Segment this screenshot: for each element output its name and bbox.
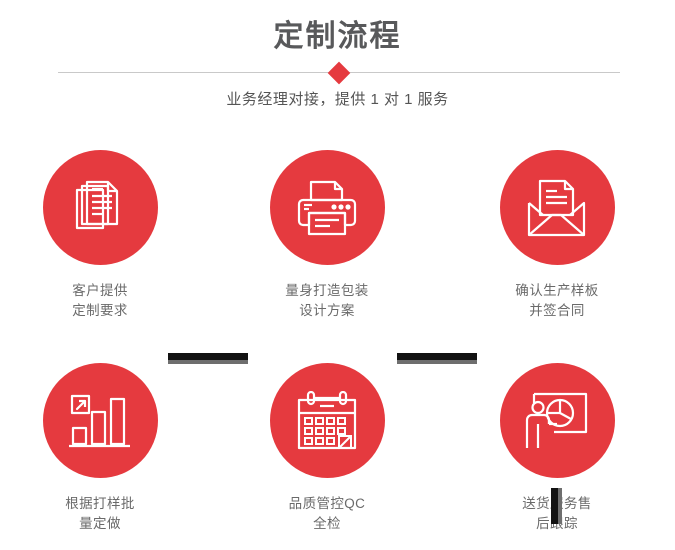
documents-stack-icon	[75, 180, 119, 229]
process-step-2[interactable]: 量身打造包装 设计方案	[247, 150, 407, 321]
connector-step1-step2	[168, 353, 248, 364]
process-step-3[interactable]: 确认生产样板 并签合同	[477, 150, 637, 321]
step-5-icon-circle	[269, 363, 385, 478]
calendar-icon	[297, 390, 357, 449]
bar-chart-growth-icon	[69, 394, 130, 447]
envelope-letter-icon	[527, 179, 586, 236]
presenter-pie-chart-icon	[525, 392, 588, 448]
printer-icon	[297, 180, 357, 235]
step-3-label: 确认生产样板 并签合同	[515, 283, 599, 318]
divider	[58, 61, 620, 85]
connector-bar-light	[397, 360, 477, 364]
process-step-5[interactable]: 品质管控QC 全检	[247, 363, 407, 534]
step-2-label: 量身打造包装 设计方案	[285, 283, 369, 318]
header: 定制流程 业务经理对接，提供 1 对 1 服务	[0, 0, 675, 130]
page-title: 定制流程	[273, 20, 402, 53]
step-3-icon-circle	[499, 150, 615, 265]
connector-bar-light	[558, 488, 562, 524]
process-step-1[interactable]: 客户提供 定制要求	[20, 150, 180, 321]
header-subtitle: 业务经理对接，提供 1 对 1 服务	[226, 91, 449, 108]
connector-step3-step6	[551, 488, 562, 524]
connector-bar-light	[168, 360, 248, 364]
process-steps: 客户提供 定制要求	[0, 150, 675, 550]
diamond-marker-icon	[327, 61, 351, 85]
process-step-6[interactable]: 送货服务售 后跟踪	[477, 363, 637, 534]
step-4-label: 根据打样批 量定做	[65, 496, 135, 531]
step-4-icon-circle	[42, 363, 158, 478]
process-step-4[interactable]: 根据打样批 量定做	[20, 363, 180, 534]
step-2-icon-circle	[269, 150, 385, 265]
connector-bar-dark	[168, 353, 248, 360]
connector-bar-dark	[397, 353, 477, 360]
step-5-label: 品质管控QC 全检	[288, 496, 366, 531]
step-1-label: 客户提供 定制要求	[72, 283, 128, 318]
step-6-icon-circle	[499, 363, 615, 478]
connector-bar-dark	[551, 488, 558, 524]
step-1-icon-circle	[42, 150, 158, 265]
connector-step2-step3	[397, 353, 477, 364]
